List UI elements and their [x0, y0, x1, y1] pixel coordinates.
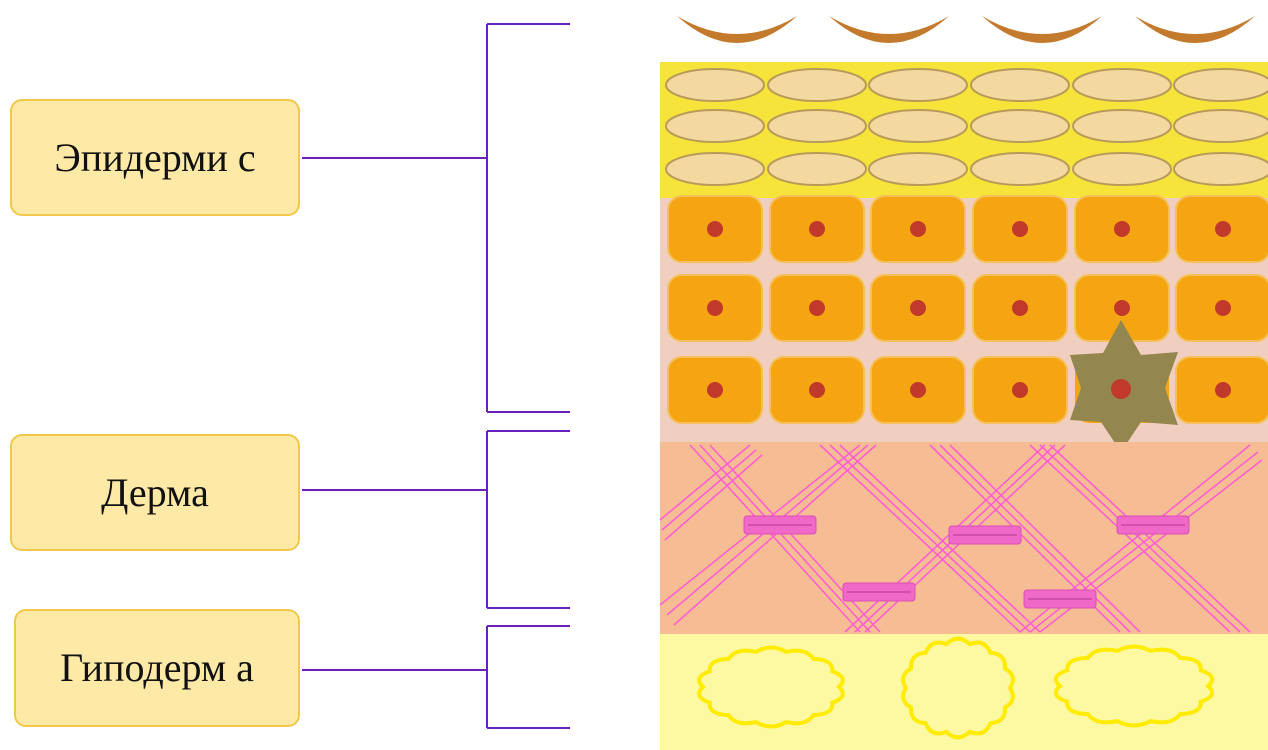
- collagen-fiber: [1039, 444, 1241, 633]
- corneum-cell: [677, 16, 797, 43]
- keratinocyte-nucleus: [910, 382, 926, 398]
- corneum-cell: [829, 16, 949, 43]
- granular-cell: [1072, 109, 1172, 143]
- granular-cell: [868, 109, 968, 143]
- collagen-fiber: [659, 444, 751, 521]
- fibroblasts: [743, 515, 1190, 609]
- granular-cell: [970, 152, 1070, 186]
- keratinocyte-nucleus: [1215, 382, 1231, 398]
- fat-cell: [901, 636, 1015, 740]
- granular-cell: [665, 109, 765, 143]
- keratinocyte-nucleus: [1114, 221, 1130, 237]
- granular-cell: [1173, 152, 1268, 186]
- granular-cell: [868, 68, 968, 102]
- corneum-cell: [1135, 16, 1255, 43]
- granular-cell: [665, 68, 765, 102]
- granular-cell: [665, 152, 765, 186]
- granular-cell: [1173, 109, 1268, 143]
- collagen-fiber: [689, 444, 861, 633]
- granular-cell: [767, 152, 867, 186]
- keratinocyte-nucleus: [1012, 300, 1028, 316]
- collagen-fiber: [819, 444, 1021, 633]
- keratinocyte-nucleus: [910, 300, 926, 316]
- collagen-fiber: [661, 449, 757, 531]
- keratinocyte-nucleus: [1012, 382, 1028, 398]
- dermis-label: Дерма: [10, 434, 300, 551]
- granular-cell: [767, 68, 867, 102]
- granular-cell: [970, 109, 1070, 143]
- keratinocyte-nucleus: [707, 382, 723, 398]
- keratinocyte-nucleus: [809, 300, 825, 316]
- keratinocytes: [667, 195, 1268, 424]
- hypodermis-bracket: [302, 625, 570, 729]
- granular-cell: [970, 68, 1070, 102]
- fat-cell: [1053, 644, 1215, 728]
- collagen-fiber: [699, 444, 871, 633]
- granular-cell: [1072, 152, 1172, 186]
- keratinocyte-nucleus: [1114, 300, 1130, 316]
- keratinocyte-nucleus: [1215, 300, 1231, 316]
- melanocyte: [1070, 320, 1178, 452]
- keratinocyte-nucleus: [707, 300, 723, 316]
- epidermis-label: Эпидерми с: [10, 99, 300, 216]
- collagen-fiber: [949, 444, 1141, 633]
- granular-cells: [665, 68, 1268, 186]
- keratinocyte-nucleus: [809, 221, 825, 237]
- layer-brackets: [302, 23, 570, 729]
- fat-cell: [697, 645, 845, 729]
- keratinocyte-nucleus: [1215, 221, 1231, 237]
- hypodermis-label: Гиподерм а: [14, 609, 300, 727]
- keratinocyte-nucleus: [910, 221, 926, 237]
- collagen-fiber: [829, 444, 1031, 633]
- collagen-fiber: [664, 454, 763, 541]
- hypodermis-layer: [660, 634, 1268, 750]
- keratinocyte-nucleus: [809, 382, 825, 398]
- collagen-fiber: [839, 444, 1041, 633]
- collagen-fiber: [673, 444, 877, 626]
- granular-cell: [868, 152, 968, 186]
- granular-cell: [1173, 68, 1268, 102]
- collagen-fiber: [1029, 444, 1231, 633]
- collagen-fiber: [939, 444, 1131, 633]
- collagen-fiber: [1049, 444, 1251, 633]
- granular-cell: [1072, 68, 1172, 102]
- corneum-cell: [982, 16, 1102, 43]
- keratinocyte-nucleus: [707, 221, 723, 237]
- epidermis-bracket: [302, 23, 570, 413]
- granular-cell: [767, 109, 867, 143]
- melanocyte-nucleus: [1111, 379, 1131, 399]
- dermis-bracket: [302, 430, 570, 609]
- fat-cells: [697, 636, 1215, 740]
- stratum-corneum: [677, 16, 1255, 43]
- keratinocyte-nucleus: [1012, 221, 1028, 237]
